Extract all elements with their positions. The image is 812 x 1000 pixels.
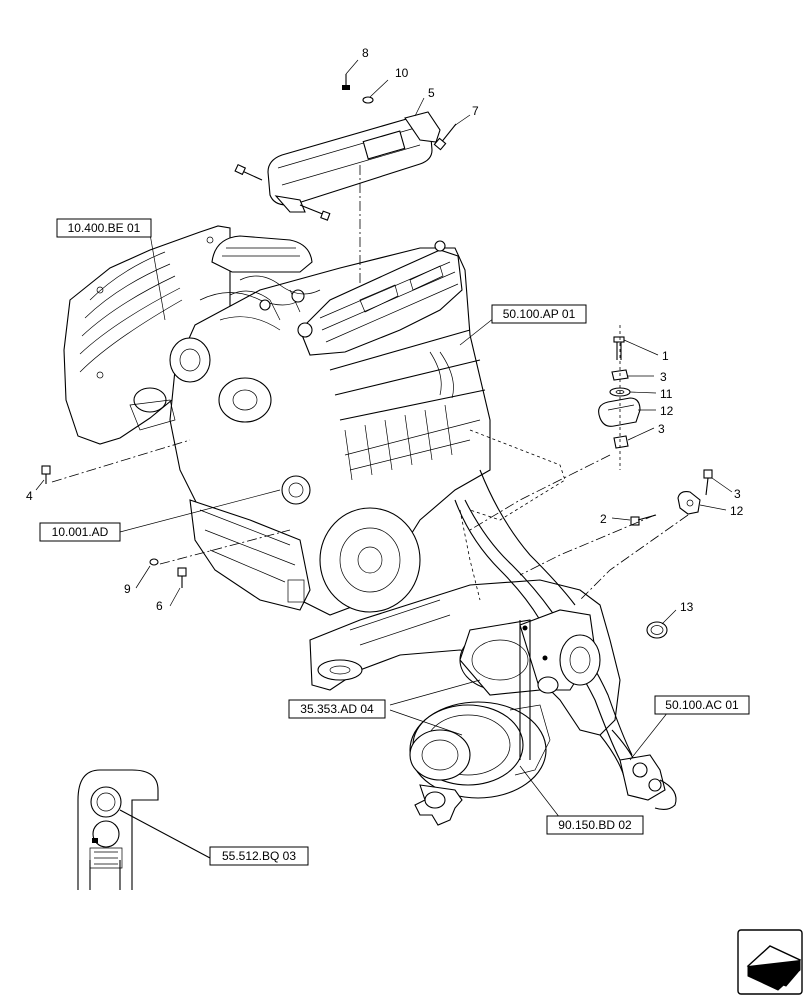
svg-text:90.150.BD 02: 90.150.BD 02 <box>558 818 632 832</box>
ref-box-55-512-bq-03[interactable]: 55.512.BQ 03 <box>209 846 309 866</box>
left-hardware <box>41 465 187 588</box>
hardware-stack <box>598 325 713 639</box>
callout-3b: 3 <box>658 422 665 436</box>
callout-5: 5 <box>428 86 435 100</box>
ref-box-10-400-be-01[interactable]: 10.400.BE 01 <box>56 218 152 238</box>
callout-8: 8 <box>362 46 369 60</box>
ref-box-90-150-bd-02[interactable]: 90.150.BD 02 <box>546 815 644 835</box>
callout-12a: 12 <box>660 404 674 418</box>
navigation-arrow-icon[interactable] <box>737 929 803 995</box>
svg-text:50.100.AC 01: 50.100.AC 01 <box>665 698 739 712</box>
callout-1: 1 <box>662 349 669 363</box>
callout-10: 10 <box>395 66 409 80</box>
callout-2: 2 <box>600 512 607 526</box>
callout-3c: 3 <box>734 487 741 501</box>
ref-box-50-100-ap-01[interactable]: 50.100.AP 01 <box>491 304 587 324</box>
svg-text:55.512.BQ 03: 55.512.BQ 03 <box>222 849 296 863</box>
cover-part <box>234 74 457 221</box>
callout-4: 4 <box>26 489 33 503</box>
callout-7: 7 <box>472 104 479 118</box>
inset-detail <box>77 769 211 890</box>
callout-11: 11 <box>660 387 673 401</box>
callout-3a: 3 <box>660 370 667 384</box>
svg-text:10.001.AD: 10.001.AD <box>52 525 109 539</box>
svg-text:35.353.AD 04: 35.353.AD 04 <box>300 702 374 716</box>
callout-13: 13 <box>680 600 694 614</box>
assembly-lines <box>51 165 689 601</box>
callout-numbers: 8 10 5 7 1 3 11 12 3 3 2 12 13 4 9 6 <box>26 46 744 614</box>
callout-6: 6 <box>156 599 163 613</box>
ref-box-35-353-ad-04[interactable]: 35.353.AD 04 <box>288 699 386 719</box>
callout-9: 9 <box>124 582 131 596</box>
svg-text:50.100.AP 01: 50.100.AP 01 <box>503 307 576 321</box>
ref-box-50-100-ac-01[interactable]: 50.100.AC 01 <box>654 695 750 715</box>
svg-text:10.400.BE 01: 10.400.BE 01 <box>68 221 141 235</box>
callout-12b: 12 <box>730 504 744 518</box>
ref-box-10-001-ad[interactable]: 10.001.AD <box>39 522 121 542</box>
leader-lines <box>35 59 733 819</box>
machine-illustration <box>63 225 677 826</box>
